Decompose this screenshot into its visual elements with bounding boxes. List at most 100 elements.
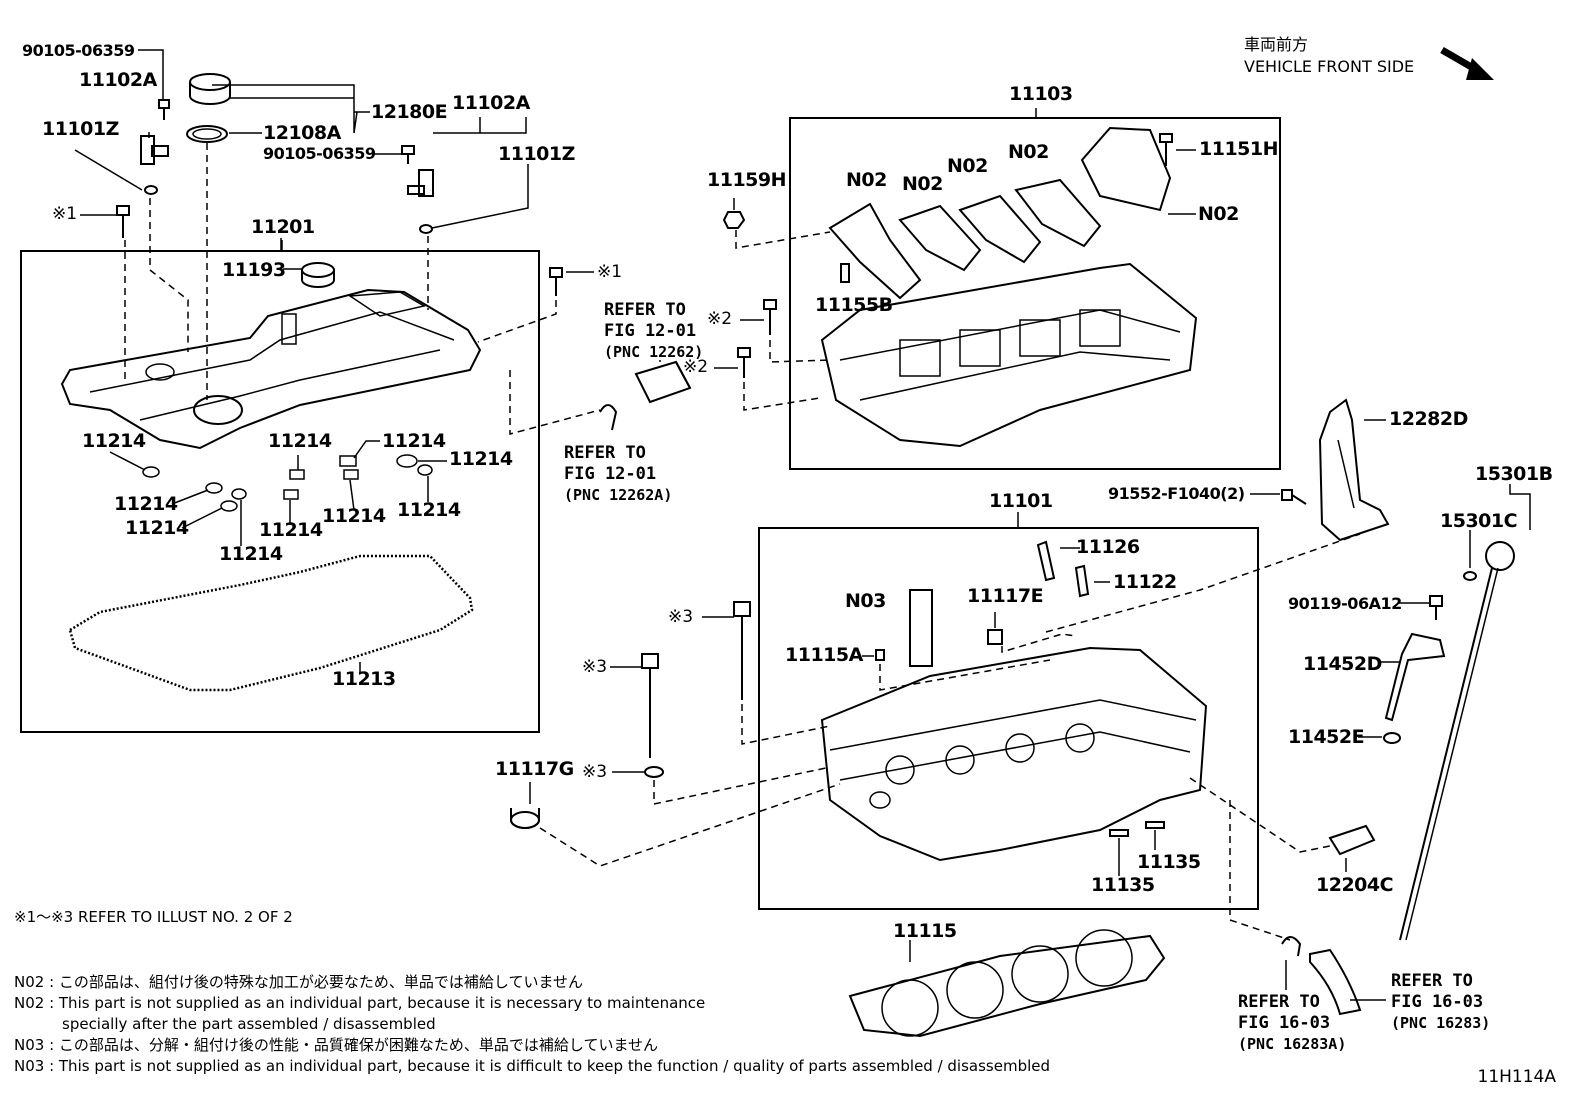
- dipstick-icon: [1399, 541, 1515, 941]
- refer-to-fig-12-01[interactable]: REFER TO FIG 12-01 (PNC 12262): [604, 300, 704, 361]
- part-label[interactable]: 12282D: [1389, 408, 1468, 430]
- part-label[interactable]: N02: [947, 155, 988, 177]
- refer-to-fig-16-03[interactable]: REFER TO FIG 16-03 (PNC 16283A): [1238, 992, 1347, 1053]
- camshaft-housing-frame: [789, 117, 1281, 470]
- sensor-icon: [140, 135, 169, 165]
- bolt-icon: [737, 347, 751, 378]
- part-label[interactable]: 11122: [1113, 571, 1177, 593]
- washer-icon: [644, 766, 664, 778]
- part-label[interactable]: 11213: [332, 668, 396, 690]
- oring-icon: [1383, 732, 1401, 744]
- part-label[interactable]: 15301C: [1440, 510, 1518, 532]
- bolt-icon: [733, 601, 751, 700]
- part-label[interactable]: 90105-06359: [22, 41, 135, 60]
- part-label[interactable]: 15301B: [1475, 463, 1553, 485]
- camshaft-housing-icon: [820, 262, 1198, 448]
- part-label[interactable]: 11193: [222, 259, 286, 281]
- part-label[interactable]: 11214: [259, 519, 323, 541]
- refer-to-fig-16-03[interactable]: REFER TO FIG 16-03 (PNC 16283): [1391, 971, 1491, 1032]
- sensor-icon: [407, 169, 434, 197]
- ref-mark: ※2: [707, 309, 733, 329]
- part-label[interactable]: 11117E: [967, 585, 1044, 607]
- head-gasket-icon: [848, 929, 1166, 1038]
- oil-filler-cap-icon: [189, 73, 231, 105]
- part-label[interactable]: 11214: [397, 499, 461, 521]
- part-label[interactable]: 11101Z: [498, 143, 575, 165]
- vehicle-front-en: VEHICLE FRONT SIDE: [1244, 57, 1415, 76]
- part-label[interactable]: N03: [845, 590, 886, 612]
- part-label[interactable]: 11135: [1137, 851, 1201, 873]
- n02-note-jp: N02 : この部品は、組付け後の特殊な加工が必要なため、単品では補給していませ…: [14, 973, 584, 991]
- ref-mark: ※3: [582, 657, 608, 677]
- part-label[interactable]: 11117G: [495, 758, 574, 780]
- sensor-icon: [1328, 824, 1376, 856]
- ref-mark: ※1: [52, 204, 78, 224]
- part-label[interactable]: 11452E: [1288, 726, 1365, 748]
- part-label[interactable]: 11102A: [79, 69, 157, 91]
- bolt-icon: [549, 267, 563, 296]
- front-arrow-icon: [1440, 46, 1494, 80]
- part-label[interactable]: N02: [1008, 141, 1049, 163]
- part-label[interactable]: 11102A: [452, 92, 530, 114]
- bolt-icon: [401, 145, 415, 164]
- part-label[interactable]: 11214: [114, 493, 178, 515]
- part-label[interactable]: 11151H: [1199, 138, 1279, 160]
- plug-icon: [510, 808, 540, 829]
- oring-icon: [419, 224, 433, 234]
- part-label[interactable]: 12108A: [263, 122, 341, 144]
- part-label[interactable]: 11155B: [815, 294, 893, 316]
- part-label[interactable]: N02: [902, 173, 943, 195]
- bolt-icon: [1159, 133, 1173, 166]
- bolt-icon: [158, 99, 170, 120]
- part-label[interactable]: 11101: [989, 490, 1053, 512]
- part-label[interactable]: 11201: [251, 216, 315, 238]
- pin-icon: [909, 589, 933, 667]
- part-label[interactable]: 11214: [322, 505, 386, 527]
- part-label[interactable]: 11214: [219, 543, 283, 565]
- part-label[interactable]: 90105-06359: [263, 144, 376, 163]
- part-label[interactable]: 11135: [1091, 874, 1155, 896]
- part-label[interactable]: 11103: [1009, 83, 1073, 105]
- refer-to-fig-12-01[interactable]: REFER TO FIG 12-01 (PNC 12262A): [564, 443, 673, 504]
- part-label[interactable]: 11214: [125, 517, 189, 539]
- hose-icon: [1281, 936, 1362, 1016]
- n02-note-en-cont: specially after the part assembled / dis…: [62, 1015, 436, 1033]
- part-label[interactable]: 11126: [1076, 536, 1140, 558]
- cam-cap-icons: [828, 126, 1172, 300]
- part-label[interactable]: 12180E: [371, 101, 448, 123]
- part-label[interactable]: N02: [1198, 203, 1239, 225]
- part-label[interactable]: 91552-F1040(2): [1108, 484, 1245, 503]
- figure-id: 11H114A: [1477, 1067, 1557, 1087]
- part-label[interactable]: 11452D: [1303, 653, 1382, 675]
- n02-note-en: N02 : This part is not supplied as an in…: [14, 994, 706, 1012]
- dowel-icon: [1036, 540, 1056, 582]
- bolt-icon: [641, 653, 659, 758]
- part-label[interactable]: 11101Z: [42, 118, 119, 140]
- bolt-icon: [116, 205, 130, 238]
- cylinder-head-cover-icon: [60, 288, 482, 450]
- clamp-icon: [599, 404, 618, 431]
- illust-reference-note: ※1～※3 REFER TO ILLUST NO. 2 OF 2: [14, 908, 293, 926]
- dowel-icon: [1074, 564, 1090, 598]
- cylinder-head-frame: [758, 527, 1259, 910]
- part-label[interactable]: 11115: [893, 920, 957, 942]
- oring-icon: [144, 185, 158, 195]
- vehicle-front-jp: 車両前方: [1244, 35, 1309, 54]
- part-label[interactable]: 11159H: [707, 169, 787, 191]
- cover-frame: [20, 250, 540, 733]
- part-label[interactable]: 90119-06A12: [1288, 594, 1402, 613]
- plug-icon: [301, 262, 335, 288]
- cover-gasket-icon: [68, 554, 474, 692]
- part-label[interactable]: N02: [846, 169, 887, 191]
- bolt-icon: [1281, 489, 1307, 505]
- part-label[interactable]: 11214: [268, 430, 332, 452]
- pipe-icon: [634, 360, 692, 404]
- small-parts-icons: [142, 454, 433, 512]
- part-label[interactable]: 11214: [382, 430, 446, 452]
- part-label[interactable]: 11115A: [785, 644, 863, 666]
- part-label[interactable]: 11214: [82, 430, 146, 452]
- part-label[interactable]: 11214: [449, 448, 513, 470]
- part-label[interactable]: 12204C: [1316, 874, 1394, 896]
